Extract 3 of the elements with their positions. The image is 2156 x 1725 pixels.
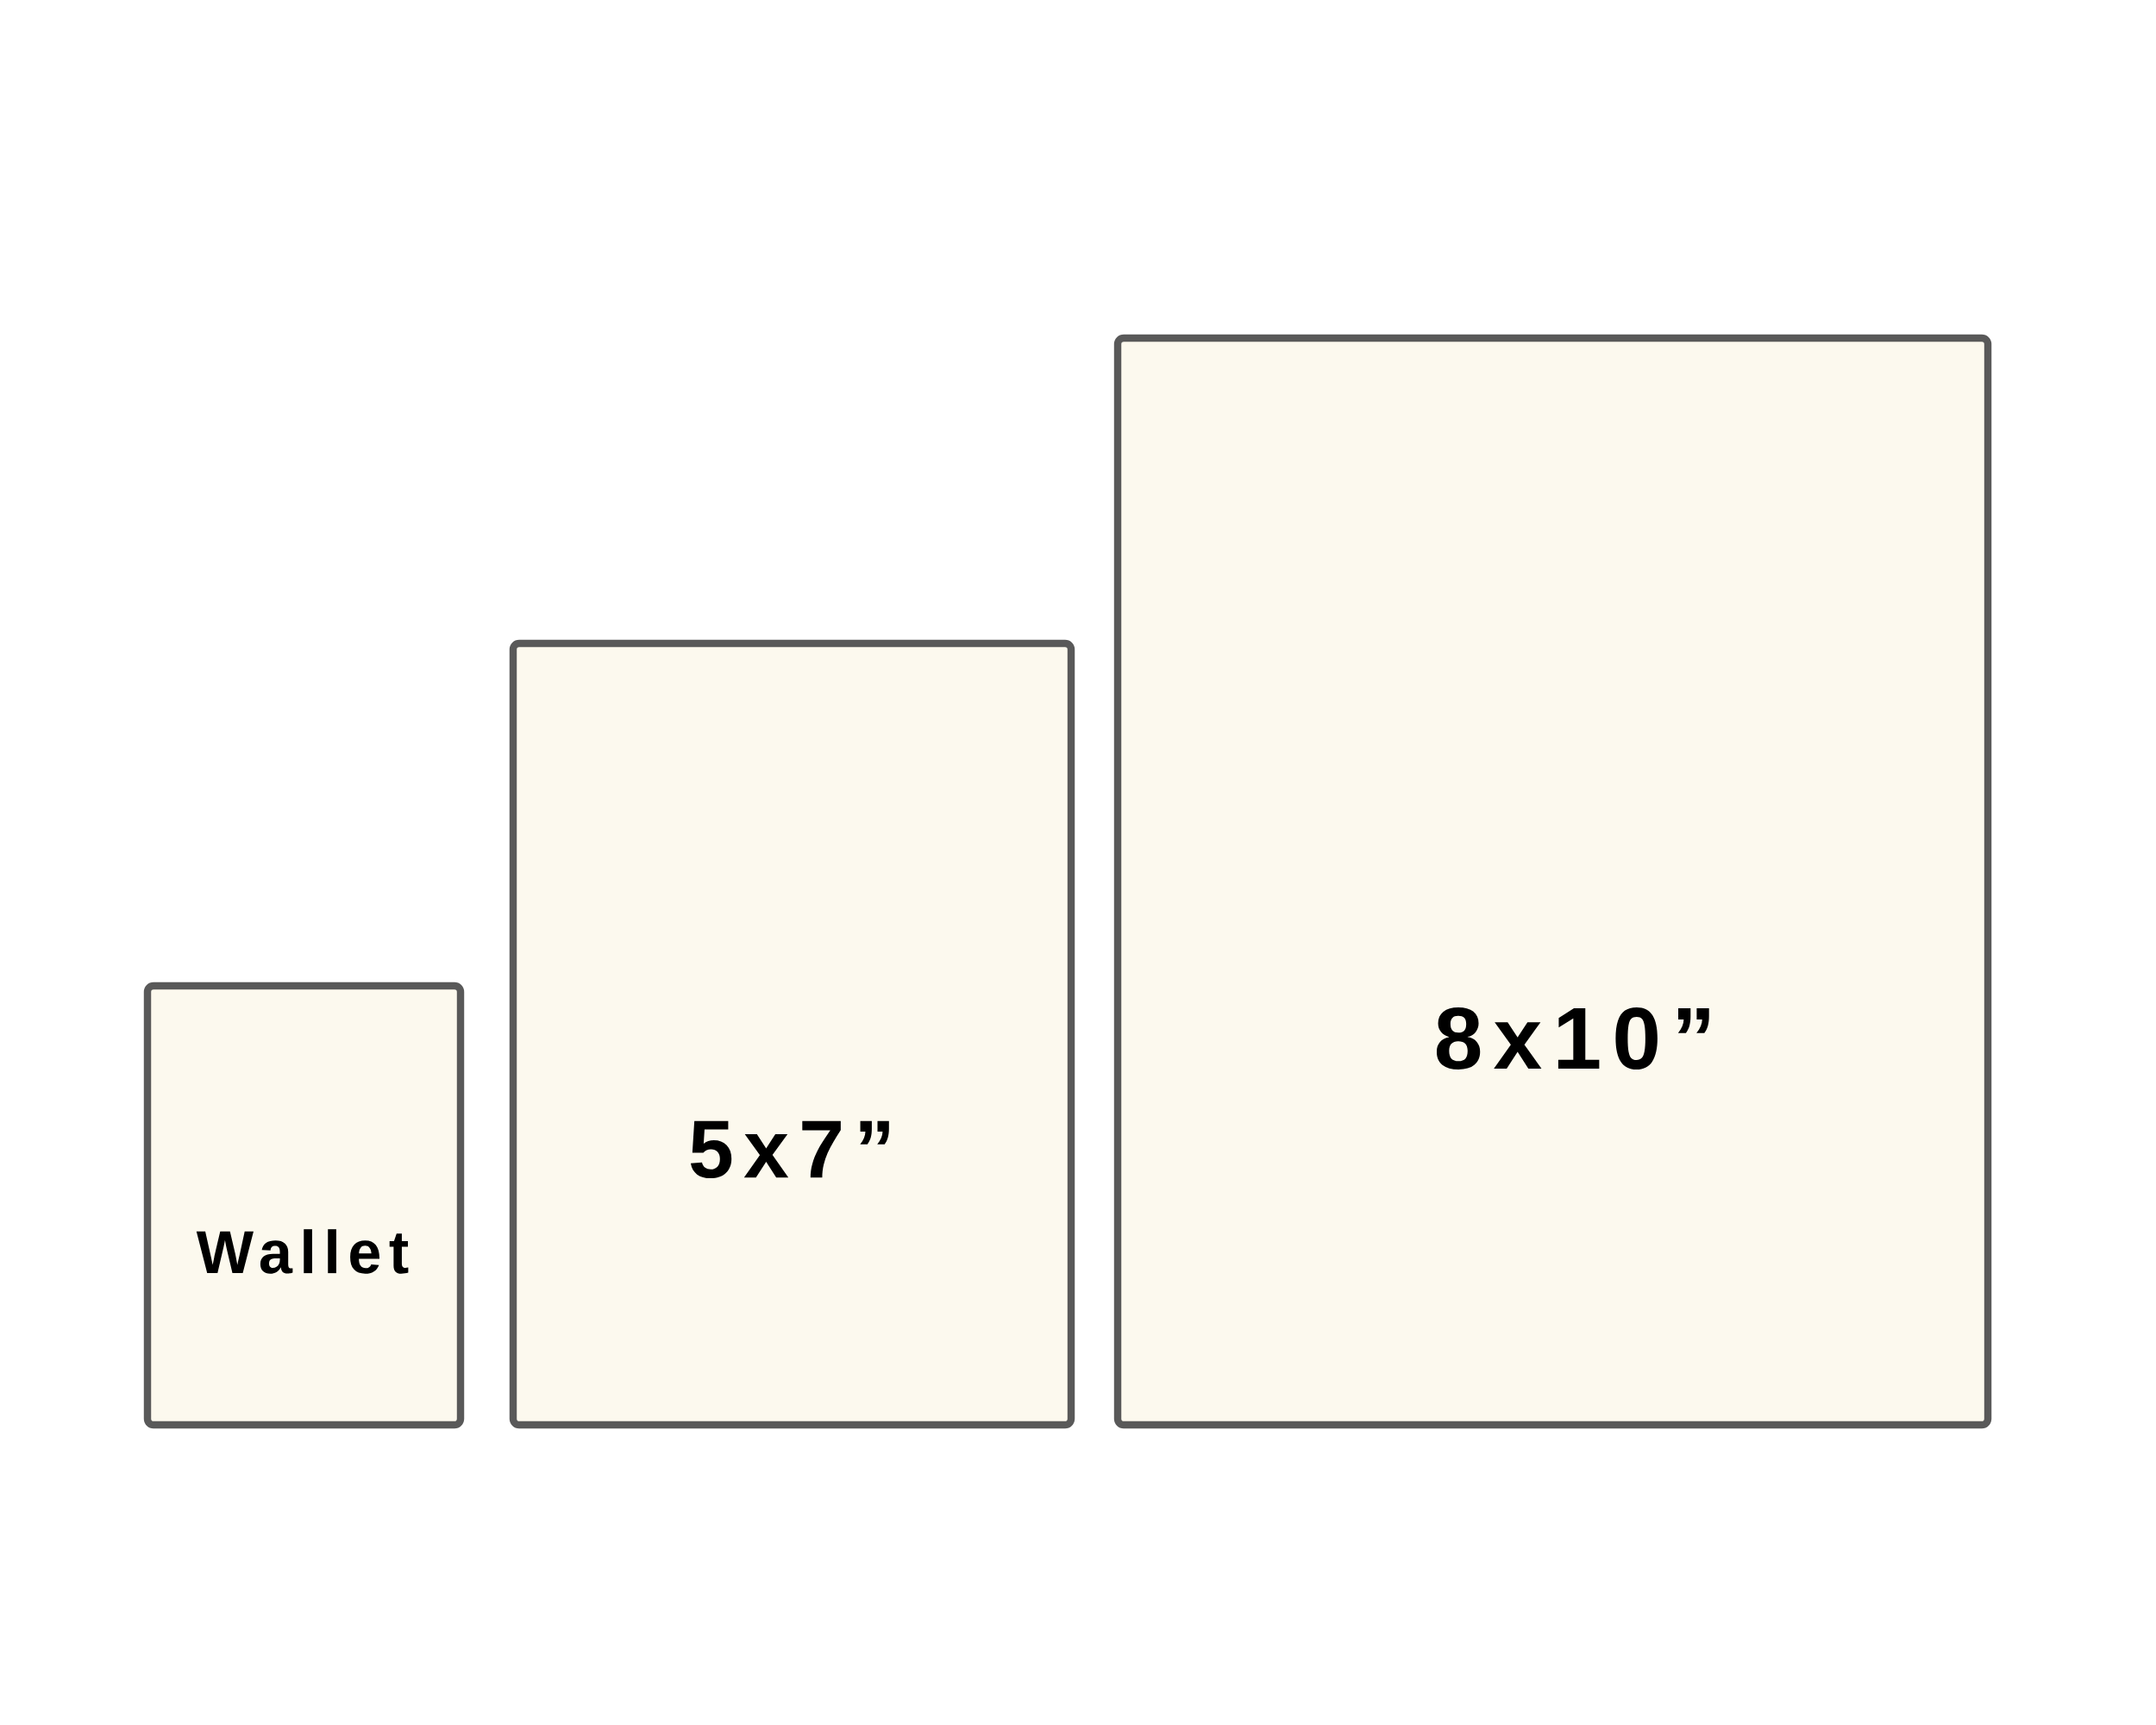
size-box: 8x10” — [1113, 334, 1992, 1429]
size-box: Wallet — [143, 982, 465, 1429]
size-box: 5x7” — [509, 639, 1075, 1429]
